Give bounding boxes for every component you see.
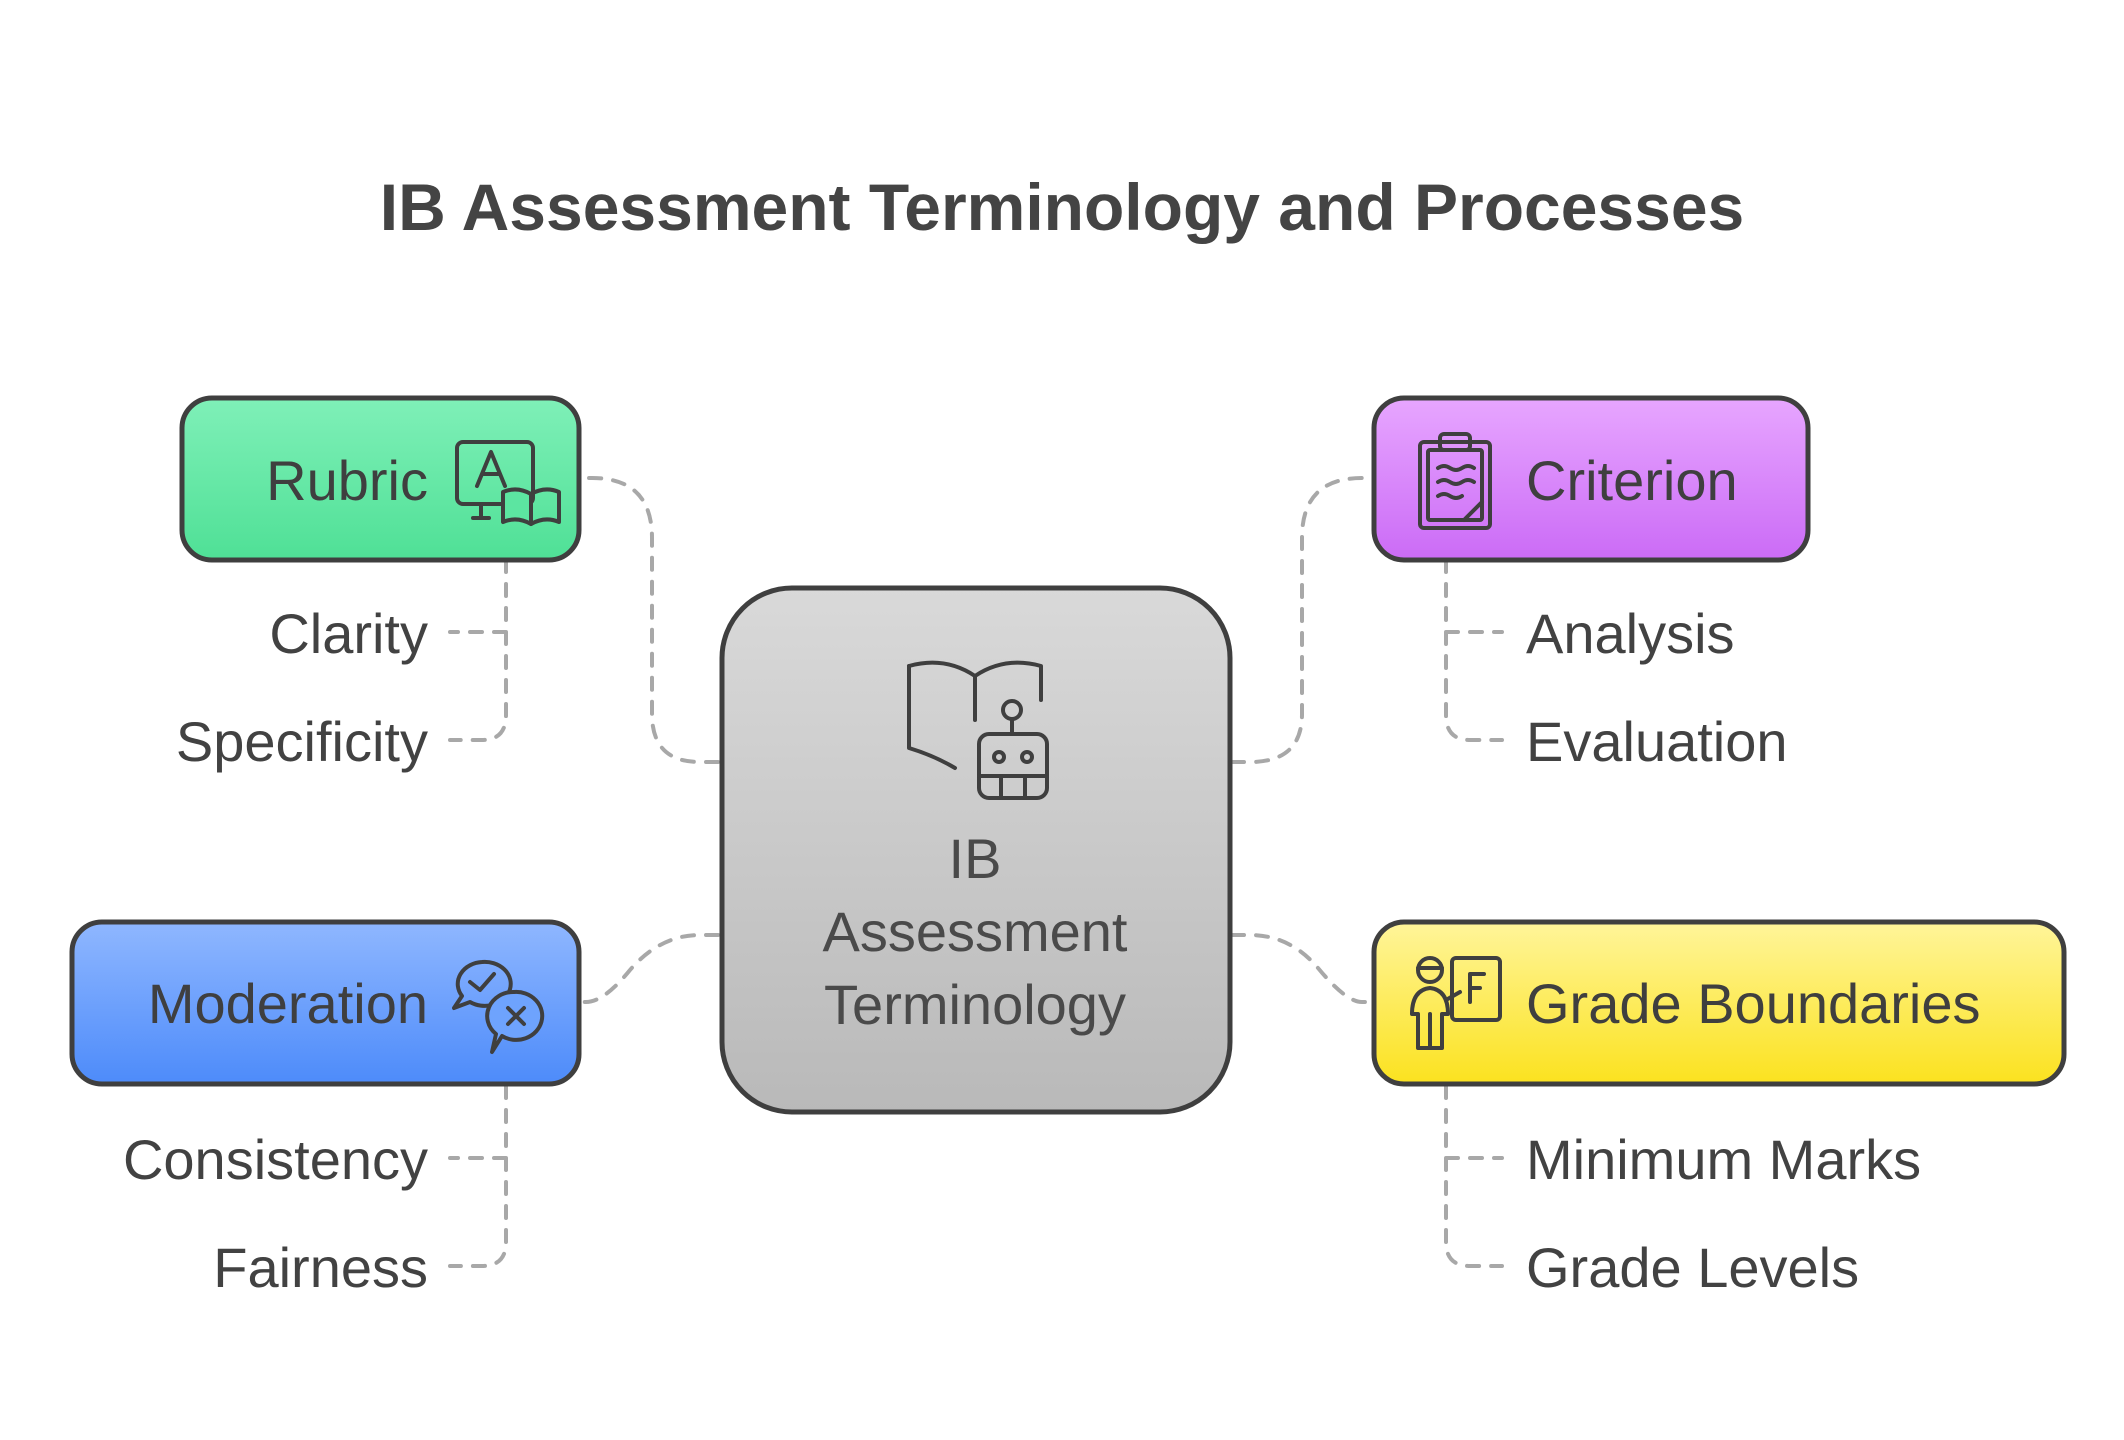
connector-center-grade	[1230, 933, 1374, 1004]
child-fairness: Fairness	[213, 1236, 428, 1299]
connector-center-rubric	[576, 476, 720, 764]
center-node: IB Assessment Terminology	[719, 585, 1233, 1115]
connector-criterion-children	[1444, 558, 1504, 742]
child-specificity: Specificity	[176, 710, 428, 773]
center-label-line-2: Assessment	[823, 900, 1128, 963]
node-rubric[interactable]: Rubric	[179, 395, 582, 563]
connector-moderation-children	[448, 1084, 508, 1268]
node-grade-boundaries[interactable]: Grade Boundaries	[1371, 919, 2067, 1087]
center-label-line-3: Terminology	[824, 973, 1126, 1036]
connector-center-criterion	[1230, 476, 1374, 764]
diagram-title: IB Assessment Terminology and Processes	[380, 170, 1745, 244]
node-grade-boundaries-label: Grade Boundaries	[1526, 972, 1981, 1035]
child-clarity: Clarity	[269, 602, 428, 665]
center-label-line-1: IB	[949, 827, 1002, 890]
node-criterion-label: Criterion	[1526, 449, 1738, 512]
child-analysis: Analysis	[1526, 602, 1735, 665]
connector-grade-children	[1444, 1084, 1504, 1268]
book-robot-icon	[907, 660, 1049, 800]
node-moderation-label: Moderation	[148, 972, 428, 1035]
child-minimum-marks: Minimum Marks	[1526, 1128, 1921, 1191]
child-evaluation: Evaluation	[1526, 710, 1788, 773]
translate-book-icon	[455, 440, 561, 526]
child-grade-levels: Grade Levels	[1526, 1236, 1859, 1299]
child-consistency: Consistency	[123, 1128, 428, 1191]
node-rubric-label: Rubric	[266, 449, 428, 512]
node-moderation[interactable]: Moderation	[69, 919, 582, 1087]
node-criterion[interactable]: Criterion	[1371, 395, 1811, 563]
chat-check-x-icon	[452, 959, 545, 1054]
clipboard-icon	[1418, 432, 1492, 530]
connector-center-moderation	[576, 933, 720, 1004]
teacher-board-icon	[1410, 956, 1502, 1050]
connector-rubric-children	[448, 558, 508, 742]
